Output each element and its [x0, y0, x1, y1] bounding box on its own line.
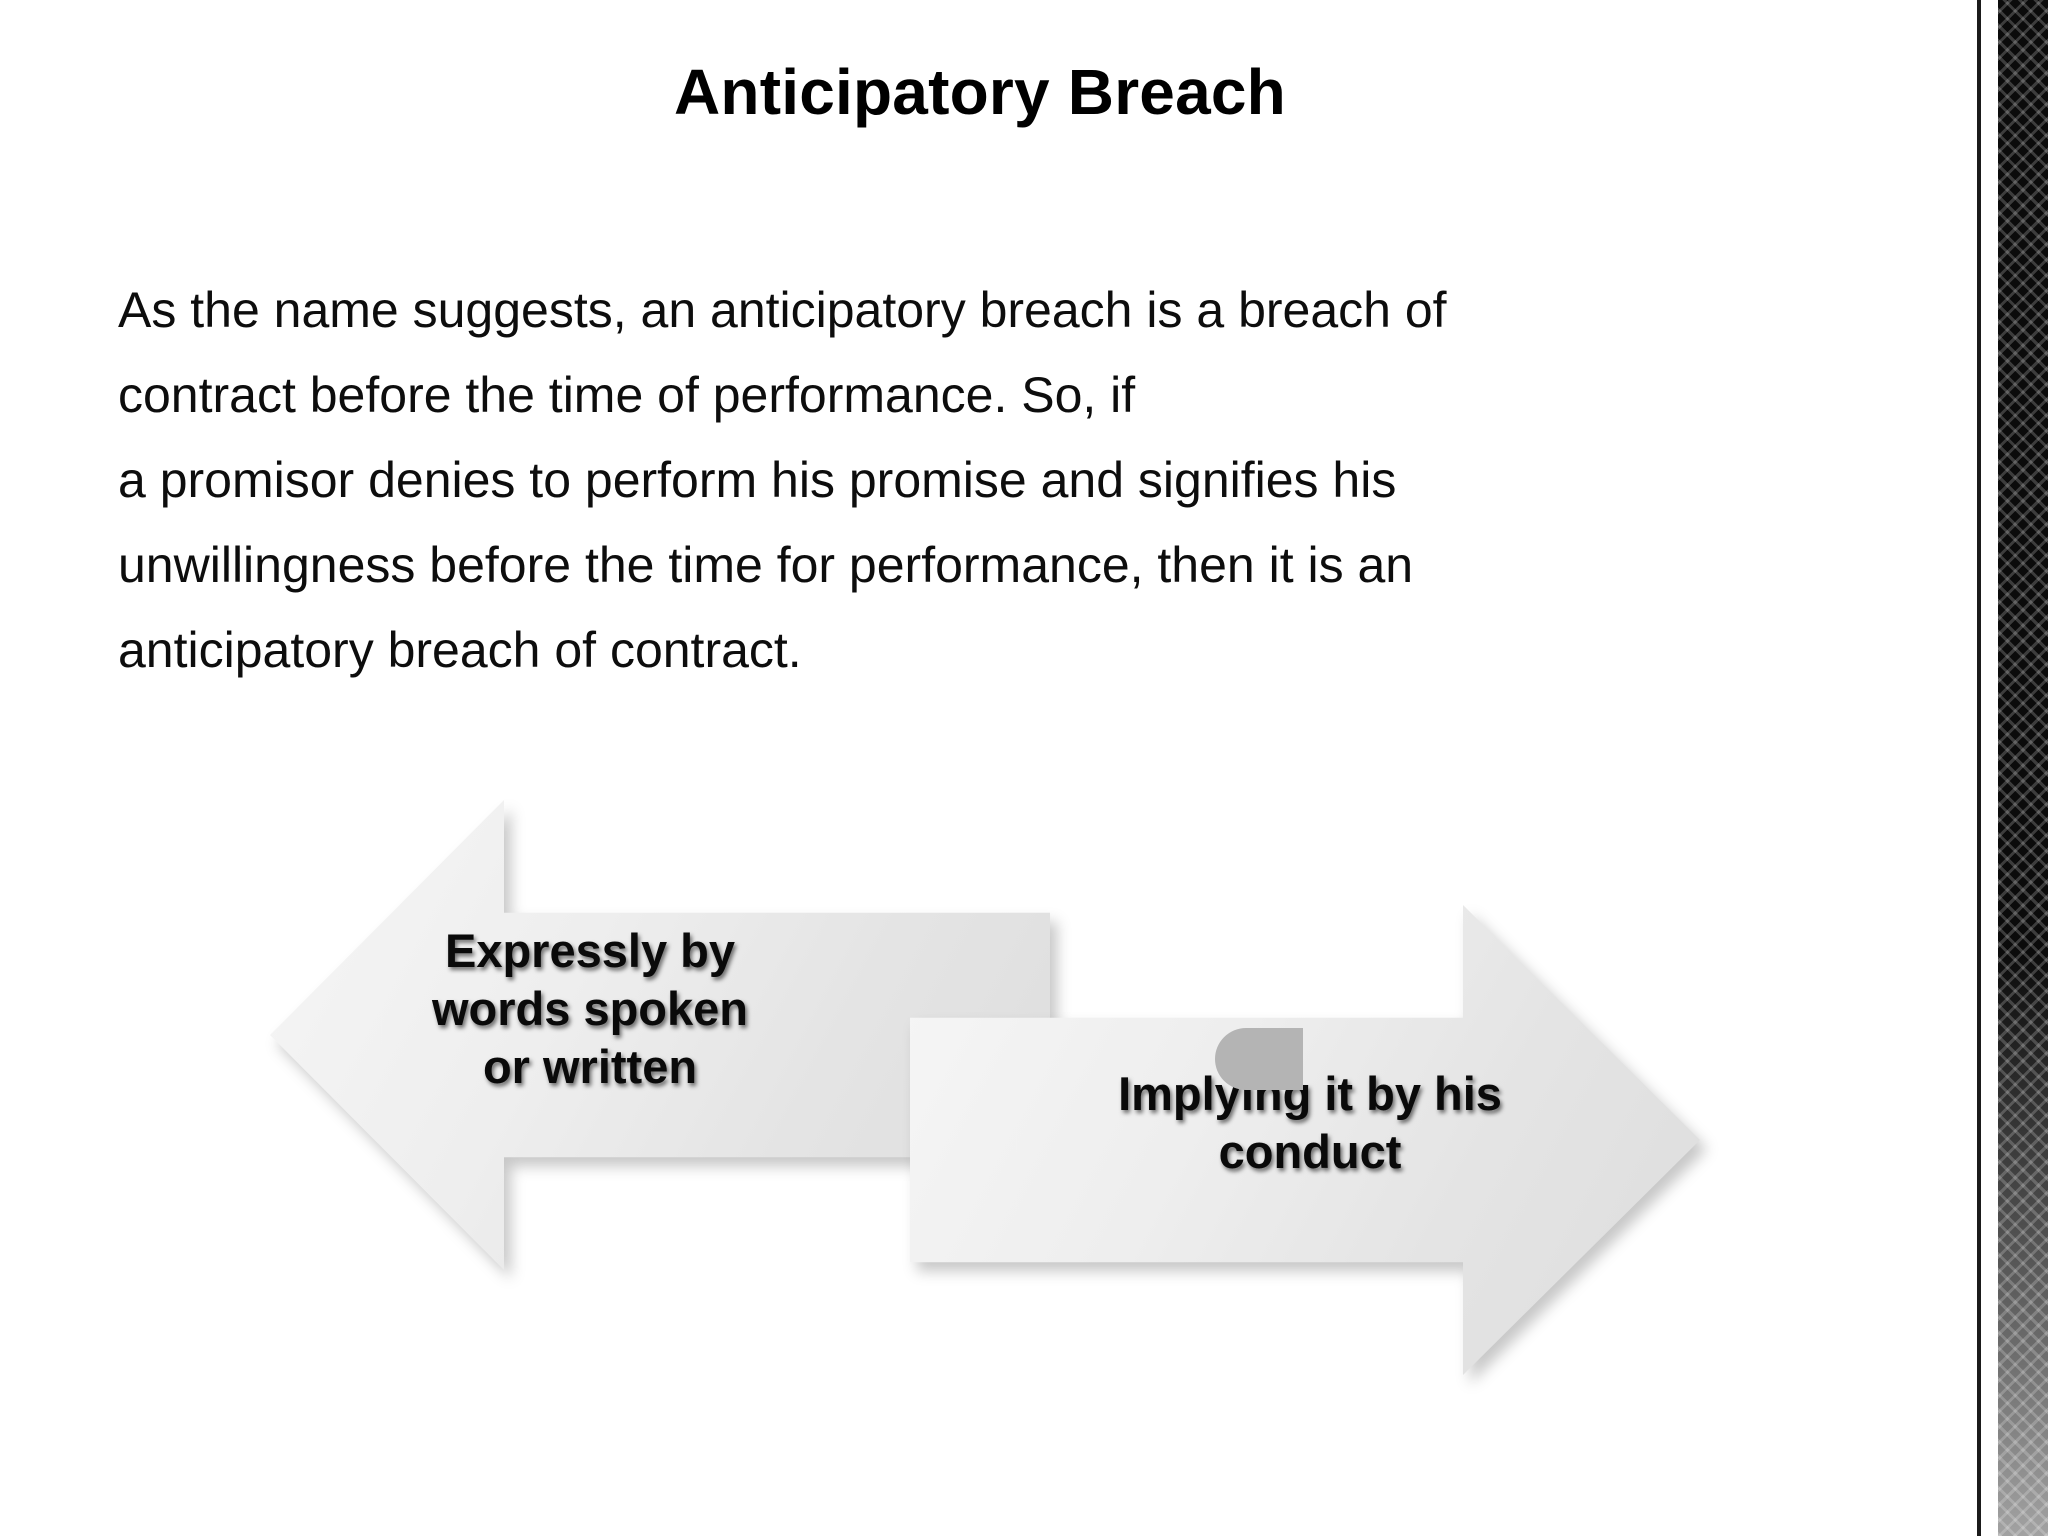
body-line: unwillingness before the time for perfor…: [118, 537, 1414, 593]
body-line: a promisor denies to perform his promise…: [118, 452, 1397, 508]
right-arrow-label: Implying it by his conduct: [1118, 1067, 1502, 1178]
page-title: Anticipatory Breach: [674, 56, 1286, 128]
right-arrow: Implying it by his conduct: [910, 905, 1700, 1375]
right-edge-pattern-strip: [1998, 0, 2048, 1536]
arrow-overlap-notch: [1215, 1028, 1303, 1090]
right-edge-rule: [1977, 0, 1981, 1536]
two-way-arrow-diagram: Expressly by words spoken or written Imp…: [270, 800, 1700, 1400]
body-paragraph: As the name suggests, an anticipatory br…: [118, 268, 1818, 693]
body-line: As the name suggests, an anticipatory br…: [118, 282, 1447, 338]
body-line: contract before the time of performance.…: [118, 367, 1136, 423]
body-line: anticipatory breach of contract.: [118, 622, 802, 678]
left-arrow-label: Expressly by words spoken or written: [431, 924, 748, 1093]
